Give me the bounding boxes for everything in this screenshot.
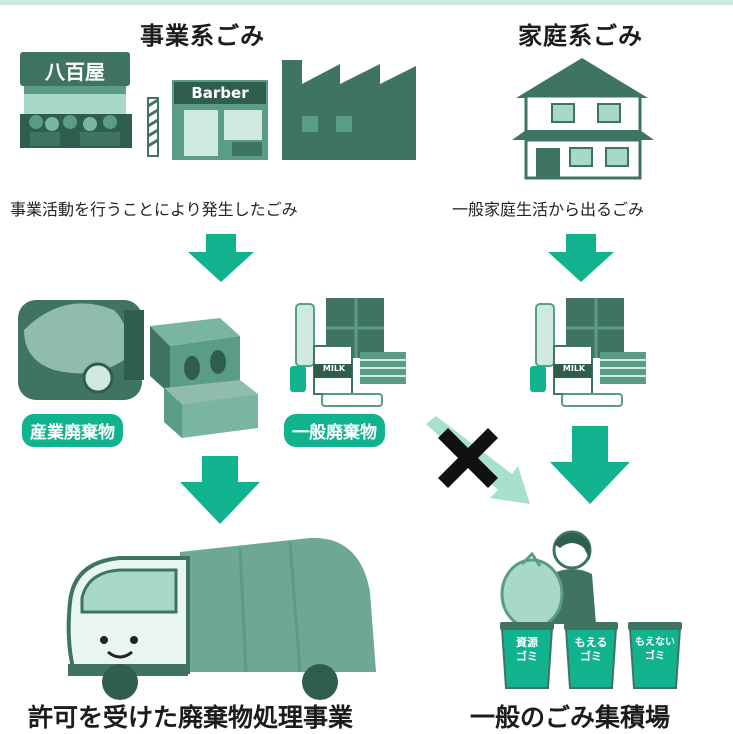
barber-shop: [147, 80, 268, 160]
house-illustration: [512, 58, 654, 180]
household-down-arrow: [548, 234, 614, 282]
household-milk-label: MILK: [562, 364, 586, 373]
barber-sign: Barber: [191, 84, 249, 102]
bin-label-nonburnable-line2: ゴミ: [645, 651, 665, 662]
business-waste-description: 事業活動を行うことにより発生したごみ: [10, 200, 298, 219]
cross-mark-icon: [438, 428, 498, 488]
collection-point-illustration: [500, 530, 682, 689]
household-waste-heading: 家庭系ごみ: [518, 22, 643, 50]
household-second-down-arrow: [550, 426, 630, 504]
concrete-block: [150, 318, 240, 394]
factory-building: [282, 60, 416, 160]
bin-label-recyclable: 資源 ゴミ: [502, 636, 552, 664]
business-milk-label: MILK: [322, 364, 346, 373]
greengrocer-shop: [20, 52, 132, 148]
business-buildings-illustration: [20, 52, 416, 160]
bin-label-nonburnable: もえない ゴミ: [628, 636, 682, 664]
industrial-down-arrow: [180, 456, 260, 524]
bin-label-recyclable-line2: ゴミ: [516, 650, 538, 663]
greengrocer-sign: 八百屋: [45, 60, 105, 84]
scrap-machinery: [18, 300, 144, 400]
business-waste-heading: 事業系ごみ: [140, 22, 265, 50]
general-collection-point-label: 一般のごみ集積場: [470, 703, 671, 732]
household-waste-description: 一般家庭生活から出るごみ: [452, 200, 645, 219]
garbage-bins: [500, 622, 682, 689]
bin-label-burnable: もえる ゴミ: [566, 636, 616, 664]
licensed-waste-processor-label: 許可を受けた廃棄物処理事業: [28, 703, 354, 732]
industrial-waste-badge: 産業廃棄物: [22, 414, 123, 447]
bin-label-nonburnable-line1: もえない: [635, 637, 675, 648]
top-divider: [0, 0, 733, 5]
general-waste-badge: 一般廃棄物: [284, 414, 385, 447]
business-general-waste-illustration: [290, 298, 406, 407]
person-with-bag: [500, 530, 596, 630]
bin-label-burnable-line2: ゴミ: [580, 650, 602, 663]
garbage-truck-illustration: [66, 537, 376, 700]
business-down-arrow: [188, 234, 254, 282]
industrial-waste-illustration: [18, 300, 258, 438]
household-general-waste-illustration: [530, 298, 646, 407]
bin-label-burnable-line1: もえる: [574, 636, 608, 649]
bin-label-recyclable-line1: 資源: [516, 636, 538, 649]
concrete-slab: [164, 380, 258, 438]
